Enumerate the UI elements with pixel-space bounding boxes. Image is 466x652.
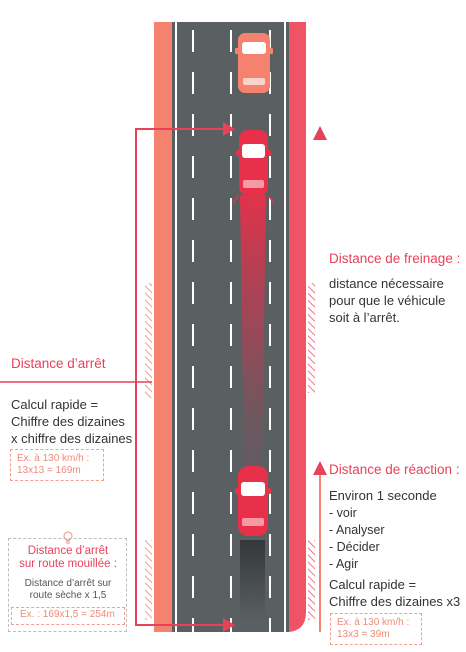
wet-road-example: Ex. : 169x1,5 = 254m <box>20 609 115 620</box>
stopping-distance-text: Calcul rapide = Chiffre des dizaines x c… <box>11 397 133 446</box>
wet-road-example-box <box>11 607 125 625</box>
list-item: - Analyser <box>329 523 385 537</box>
braking-distance-text: distance nécessaire pour que le véhicule… <box>329 276 446 325</box>
hatch-right-top <box>308 283 315 393</box>
right-shoulder <box>286 22 306 632</box>
reacting-car-icon <box>235 466 271 536</box>
reaction-distance-intro: Environ 1 seconde <box>329 488 437 503</box>
left-shoulder <box>154 22 174 632</box>
hatch-left-bottom <box>145 540 152 620</box>
wet-road-text: Distance d’arrêt sur route sèche x 1,5 <box>24 578 112 601</box>
reaction-distance-title: Distance de réaction : <box>329 462 460 477</box>
reaction-example-box <box>330 613 422 645</box>
lightbulb-icon <box>63 531 73 544</box>
hatch-left-top <box>145 283 152 398</box>
stopping-distance-example: Ex. à 130 km/h : 13x13 = 169m <box>17 453 90 476</box>
reaction-distance-arrow <box>313 461 327 632</box>
stopping-distance-example-box <box>10 449 104 481</box>
list-item: - Agir <box>329 557 359 571</box>
braking-trail <box>240 195 266 465</box>
list-item: - voir <box>329 506 357 520</box>
reaction-calc-text: Calcul rapide = Chiffre des dizaines x3 <box>329 577 461 609</box>
braking-car-icon <box>233 130 274 206</box>
car-shadow <box>240 540 265 620</box>
hatch-right-bottom <box>308 540 315 620</box>
list-item: - Décider <box>329 540 380 554</box>
stopping-distance-title: Distance d’arrêt <box>11 356 106 371</box>
wet-road-title: Distance d’arrêt sur route mouillée : <box>19 545 117 570</box>
braking-distance-arrow <box>313 126 327 455</box>
reaction-steps-list: - voir - Analyser - Décider - Agir <box>329 505 385 573</box>
reaction-example: Ex. à 130 km/h : 13x3 = 39m <box>337 617 410 640</box>
wet-road-box <box>8 538 127 632</box>
arrow-icon <box>223 122 235 632</box>
stopping-distance-bracket <box>135 128 225 626</box>
braking-distance-title: Distance de freinage : <box>329 251 461 266</box>
orange-car-icon <box>235 33 273 93</box>
